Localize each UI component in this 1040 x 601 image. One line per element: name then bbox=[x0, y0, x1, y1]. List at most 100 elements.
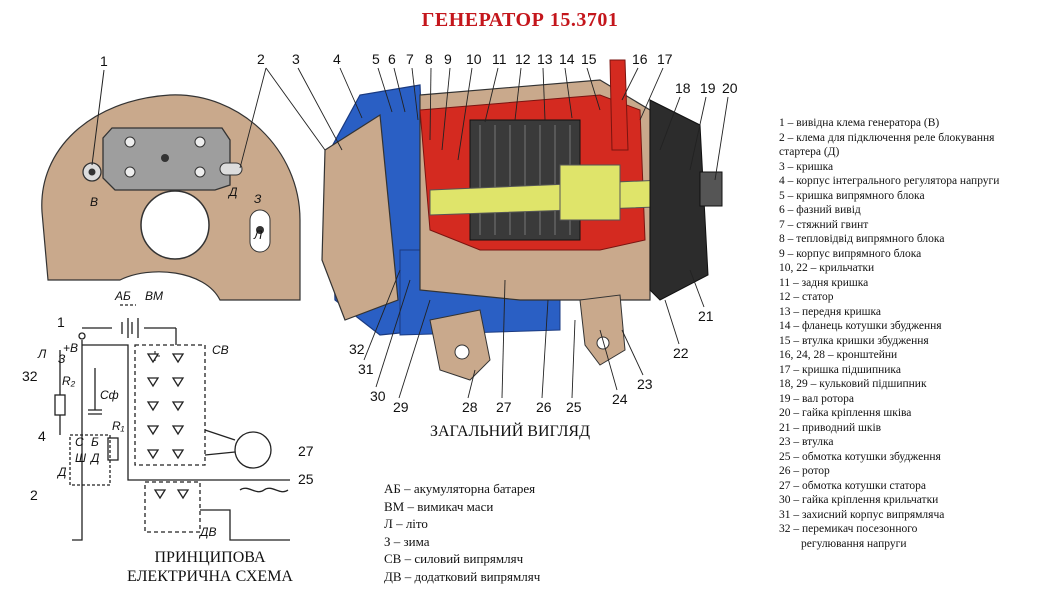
electric-schematic bbox=[54, 304, 290, 541]
terminal-d-icon bbox=[219, 162, 243, 176]
svg-text:32: 32 bbox=[22, 368, 38, 384]
svg-text:9: 9 bbox=[444, 51, 452, 67]
legend-item: 4 – корпус інтегрального регулятора напр… bbox=[779, 175, 1000, 187]
abbr-item: З – зима bbox=[384, 533, 430, 549]
svg-text:4: 4 bbox=[38, 428, 46, 444]
legend-item: 31 – захисний корпус випрямляча bbox=[779, 508, 945, 521]
svg-text:12: 12 bbox=[515, 51, 531, 67]
abbreviations-list: АБ – акумуляторна батарея ВМ – вимикач м… bbox=[384, 480, 540, 586]
svg-text:15: 15 bbox=[581, 51, 597, 67]
page-title: ГЕНЕРАТОР 15.3701 bbox=[421, 9, 619, 31]
abbr-item: Л – літо bbox=[384, 516, 428, 532]
svg-text:18: 18 bbox=[675, 80, 691, 96]
svg-text:26: 26 bbox=[536, 399, 552, 415]
svg-text:28: 28 bbox=[462, 399, 478, 415]
legend-item: 23 – втулка bbox=[779, 436, 834, 448]
svg-text:2: 2 bbox=[30, 487, 38, 503]
legend-item: 1 – вивідна клема генератора (В) bbox=[779, 117, 940, 129]
legend-item: 30 – гайка кріплення крильчатки bbox=[779, 494, 939, 506]
legend-item: 27 – обмотка котушки статора bbox=[779, 479, 927, 492]
legend-item: 16, 24, 28 – кронштейни bbox=[779, 349, 898, 361]
part-callouts: 2 3 4 5 6 7 8 9 10 11 12 13 14 15 16 17 … bbox=[257, 51, 738, 415]
svg-text:6: 6 bbox=[388, 51, 396, 67]
legend-item: регулювання напруги bbox=[801, 537, 907, 550]
svg-text:19: 19 bbox=[700, 80, 716, 96]
terminal-z-label: З bbox=[254, 192, 262, 206]
svg-text:8: 8 bbox=[425, 51, 433, 67]
legend-item: 18, 29 – кульковий підшипник bbox=[779, 378, 927, 390]
svg-text:Ш: Ш bbox=[75, 451, 87, 465]
schematic-labels: АБ ВМ СВ ДВ +В Л З R₁ R₂ Сф С Б Ш Д Д 1 … bbox=[22, 289, 314, 539]
legend-item: 14 – фланець котушки збудження bbox=[779, 320, 942, 332]
rear-cover-view bbox=[41, 94, 301, 301]
svg-text:20: 20 bbox=[722, 80, 738, 96]
legend-item: 6 – фазний вивід bbox=[779, 204, 861, 216]
svg-text:27: 27 bbox=[298, 443, 314, 459]
terminal-l-label: Л bbox=[253, 228, 263, 242]
terminal-d-label: Д bbox=[227, 185, 238, 199]
legend-item: 7 – стяжний гвинт bbox=[779, 218, 869, 231]
svg-text:7: 7 bbox=[406, 51, 414, 67]
svg-text:+В: +В bbox=[63, 341, 78, 355]
terminal-b-label: В bbox=[90, 195, 98, 209]
schematic-caption-line2: ЕЛЕКТРИЧНА СХЕМА bbox=[127, 568, 293, 585]
svg-text:17: 17 bbox=[657, 51, 673, 67]
abbr-item: ДВ – додатковий випрямляч bbox=[384, 568, 541, 584]
svg-text:16: 16 bbox=[632, 51, 648, 67]
legend-item: 9 – корпус випрямного блока bbox=[779, 247, 922, 260]
svg-text:С: С bbox=[75, 435, 84, 449]
svg-text:22: 22 bbox=[673, 345, 689, 361]
svg-text:25: 25 bbox=[566, 399, 582, 415]
legend-item: 13 – передня кришка bbox=[779, 305, 881, 318]
svg-text:29: 29 bbox=[393, 399, 409, 415]
legend-item: 26 – ротор bbox=[779, 465, 830, 477]
svg-text:32: 32 bbox=[349, 341, 365, 357]
svg-text:14: 14 bbox=[559, 51, 575, 67]
svg-text:ВМ: ВМ bbox=[145, 289, 163, 303]
abbr-item: СВ – силовий випрямляч bbox=[384, 551, 524, 567]
legend-item: 32 – перемикач посезонного bbox=[779, 523, 918, 535]
generator-cutaway bbox=[321, 59, 723, 381]
callout-1: 1 bbox=[100, 53, 108, 69]
svg-text:Сф: Сф bbox=[100, 388, 119, 402]
svg-text:3: 3 bbox=[292, 51, 300, 67]
svg-text:СВ: СВ bbox=[212, 343, 229, 357]
svg-text:23: 23 bbox=[637, 376, 653, 392]
legend-item: 17 – кришка підшипника bbox=[779, 363, 901, 376]
legend-item: 21 – приводний шків bbox=[779, 421, 882, 434]
legend-item: 11 – задня кришка bbox=[779, 276, 869, 289]
svg-text:10: 10 bbox=[466, 51, 482, 67]
svg-text:11: 11 bbox=[492, 51, 507, 67]
legend-item: 19 – вал ротора bbox=[779, 392, 854, 405]
abbr-item: ВМ – вимикач маси bbox=[384, 498, 494, 514]
svg-text:27: 27 bbox=[496, 399, 512, 415]
svg-text:Б: Б bbox=[91, 435, 99, 449]
svg-text:13: 13 bbox=[537, 51, 553, 67]
legend-item: 2 – клема для підключення реле блокуванн… bbox=[779, 131, 995, 159]
legend-item: 25 – обмотка котушки збудження bbox=[779, 450, 941, 463]
svg-text:Д: Д bbox=[56, 465, 67, 479]
legend-item: 10, 22 – крильчатки bbox=[779, 262, 875, 274]
svg-text:R₂: R₂ bbox=[62, 374, 76, 388]
svg-text:R₁: R₁ bbox=[112, 419, 125, 433]
svg-text:21: 21 bbox=[698, 308, 714, 324]
legend-item: 3 – кришка bbox=[779, 160, 834, 173]
legend-item: 12 – статор bbox=[779, 291, 834, 303]
svg-text:2: 2 bbox=[257, 51, 265, 67]
legend-item: 15 – втулка кришки збудження bbox=[779, 334, 929, 347]
svg-text:Л: Л bbox=[37, 347, 47, 361]
svg-text:ДВ: ДВ bbox=[198, 525, 216, 539]
parts-legend: 1 – вивідна клема генератора (В) 2 – кле… bbox=[779, 116, 1037, 551]
svg-text:З: З bbox=[58, 352, 66, 366]
legend-item: 20 – гайка кріплення шківа bbox=[779, 407, 912, 419]
svg-text:30: 30 bbox=[370, 388, 386, 404]
svg-text:Д: Д bbox=[89, 451, 100, 465]
svg-text:1: 1 bbox=[57, 314, 65, 330]
legend-item: 5 – кришка випрямного блока bbox=[779, 189, 925, 202]
abbr-item: АБ – акумуляторна батарея bbox=[384, 481, 536, 496]
svg-text:5: 5 bbox=[372, 51, 380, 67]
svg-text:25: 25 bbox=[298, 471, 314, 487]
legend-item: 8 – тепловідвід випрямного блока bbox=[779, 233, 945, 245]
svg-text:24: 24 bbox=[612, 391, 628, 407]
